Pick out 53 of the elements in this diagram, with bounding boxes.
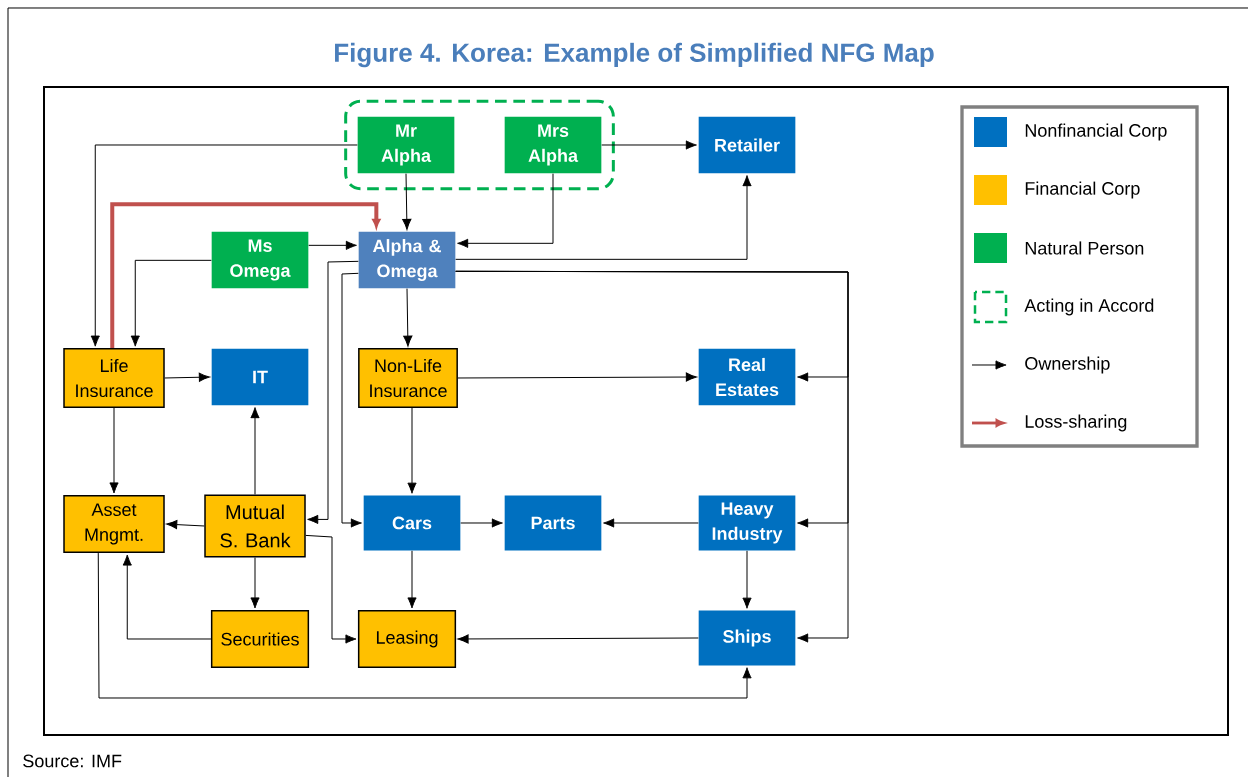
arrow (742, 550, 752, 609)
arrow (601, 140, 697, 150)
company-box: Asset Mngmt. (63, 494, 165, 554)
arrow (308, 240, 357, 250)
arrow (90, 144, 358, 347)
arrow (457, 634, 699, 644)
person-box: Mr Alpha (357, 116, 455, 174)
title: Figure 4. Korea: Example of Simplified NFG Map (335, 42, 934, 68)
loss-sharing-arrow (110, 202, 381, 349)
legend-label: Loss-sharing (1025, 414, 1127, 432)
legend-label: Acting in Accord (1024, 298, 1154, 316)
legend-label: Natural Person (1025, 241, 1144, 255)
arrow (250, 557, 260, 609)
arrow (457, 372, 697, 382)
source-note: Source: IMF (23, 754, 122, 768)
person-box: Mrs Alpha (504, 116, 602, 174)
company-box: IT (211, 348, 309, 406)
legend-label: Financial Corp (1025, 181, 1140, 199)
company-box: Real Estates (698, 348, 796, 406)
arrow (250, 407, 260, 495)
arrow (455, 270, 849, 643)
arrow (603, 518, 699, 528)
person-box: Ms Omega (211, 231, 309, 289)
arrow (164, 372, 210, 382)
arrow (130, 259, 212, 347)
arrow (307, 260, 359, 524)
company-box: Leasing (357, 609, 457, 669)
arrow (457, 173, 554, 248)
arrow (403, 288, 413, 347)
company-box: Life Insurance (63, 348, 165, 408)
arrow (455, 175, 752, 260)
arrow (402, 173, 412, 230)
arrow (407, 407, 417, 494)
company-box: Retailer (698, 116, 796, 174)
company-box: Alpha & Omega (358, 231, 456, 289)
arrow (407, 550, 417, 609)
company-box: Mutual S. Bank (204, 494, 306, 558)
arrow (341, 272, 362, 528)
legend-label: Nonfinancial Corp (1025, 123, 1167, 141)
acting-in-accord-group (344, 99, 615, 191)
arrow (166, 520, 205, 530)
arrow (305, 534, 357, 644)
company-box: Heavy Industry (698, 495, 796, 551)
company-box: Cars (363, 495, 461, 551)
company-box: Securities (210, 609, 310, 669)
arrow (109, 407, 119, 494)
company-box: Ships (698, 610, 796, 666)
arrow (97, 552, 752, 699)
legend-label: Ownership (1025, 356, 1110, 374)
arrow (460, 518, 503, 528)
company-box: Parts (504, 495, 602, 551)
company-box: Non-Life Insurance (358, 348, 458, 408)
arrow (122, 554, 212, 640)
